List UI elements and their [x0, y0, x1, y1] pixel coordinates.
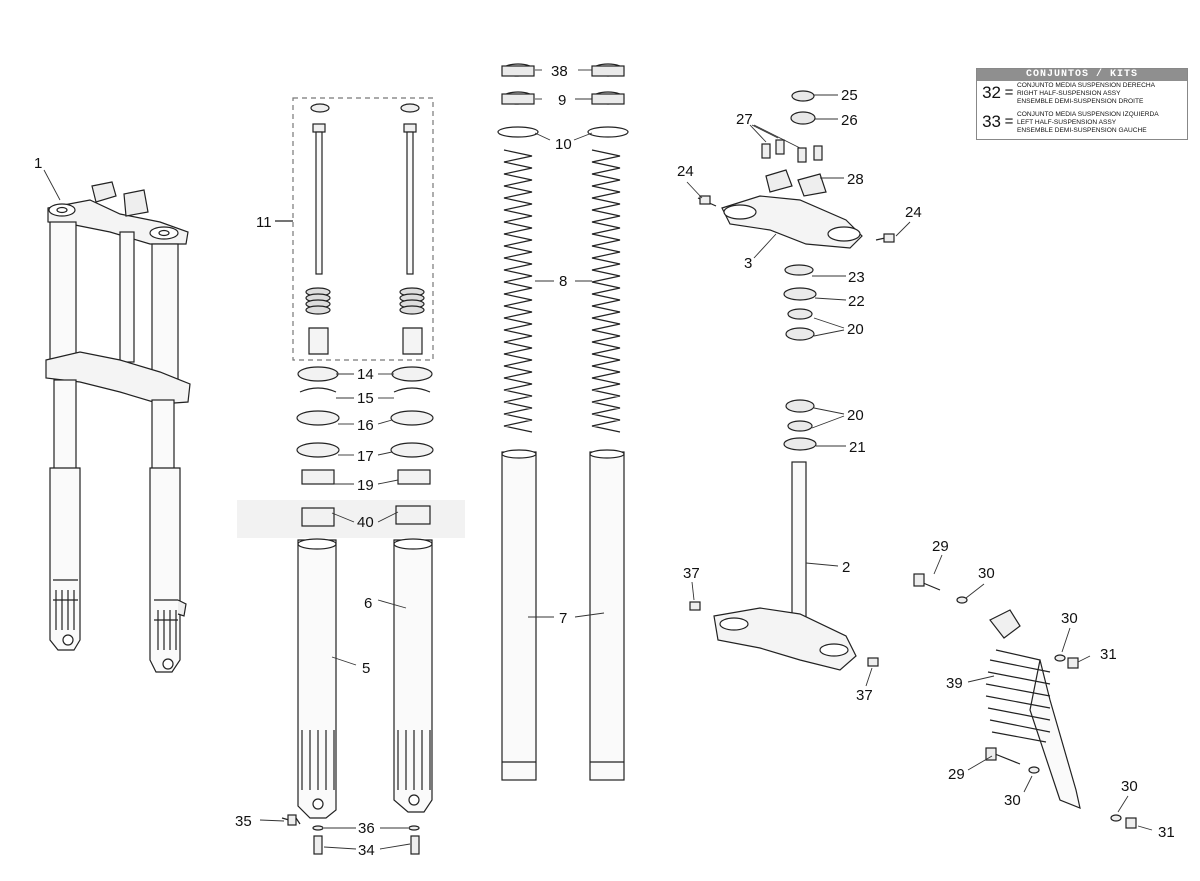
kit-desc-line-es: CONJUNTO MEDIA SUSPENSION DERECHA	[1017, 82, 1156, 89]
callout-36: 36	[358, 820, 375, 837]
callout-30-a: 30	[978, 565, 995, 582]
callout-37-lower: 37	[856, 687, 873, 704]
damper-kit-group	[275, 97, 434, 361]
kit-equals: =	[1004, 84, 1014, 101]
callout-26: 26	[841, 112, 858, 129]
callout-22: 22	[848, 293, 865, 310]
top-yoke-group	[697, 90, 895, 451]
callout-14: 14	[357, 366, 374, 383]
kit-number: 32	[982, 83, 1001, 102]
kits-legend-header: CONJUNTOS / KITS	[977, 69, 1187, 81]
fork-assembly	[45, 181, 191, 673]
callout-39: 39	[946, 675, 963, 692]
callout-20-upper: 20	[847, 321, 864, 338]
leader-lines	[43, 69, 1153, 850]
callout-23: 23	[848, 269, 865, 286]
callout-6: 6	[364, 595, 372, 612]
callout-29-upper: 29	[932, 538, 949, 555]
kit-desc-line-fr: ENSEMBLE DEMI-SUSPENSION DROITE	[1017, 97, 1144, 105]
callout-17: 17	[357, 448, 374, 465]
callout-10: 10	[555, 136, 572, 153]
kit-desc-line-es: CONJUNTO MEDIA SUSPENSION IZQUIERDA	[1017, 111, 1159, 118]
callout-1: 1	[34, 155, 42, 172]
callout-31-upper: 31	[1100, 646, 1117, 663]
callout-11: 11	[256, 214, 272, 231]
callout-29-lower: 29	[948, 766, 965, 783]
lower-yoke-group	[689, 461, 879, 671]
callout-35: 35	[235, 813, 252, 830]
callout-5: 5	[362, 660, 370, 677]
callout-3: 3	[744, 255, 752, 272]
callout-24-left: 24	[677, 163, 694, 180]
callout-24-right: 24	[905, 204, 922, 221]
callout-34: 34	[358, 842, 375, 859]
callout-19: 19	[357, 477, 374, 494]
kit-row-32: 32 = CONJUNTO MEDIA SUSPENSION DERECHA R…	[977, 81, 1187, 110]
callout-16: 16	[357, 417, 374, 434]
seal-stack	[281, 366, 434, 855]
callout-37-upper: 37	[683, 565, 700, 582]
callout-21: 21	[849, 439, 866, 456]
callout-9: 9	[558, 92, 566, 109]
callout-31-lower: 31	[1158, 824, 1175, 841]
kit-desc-line-en: LEFT HALF-SUSPENSION ASSY	[1017, 118, 1117, 126]
kit-number: 33	[982, 112, 1001, 131]
callout-27: 27	[736, 111, 753, 128]
callout-15: 15	[357, 390, 374, 407]
callout-7: 7	[559, 610, 567, 627]
kit-row-33: 33 = CONJUNTO MEDIA SUSPENSION IZQUIERDA…	[977, 110, 1187, 139]
callout-28: 28	[847, 171, 864, 188]
callout-30-b: 30	[1061, 610, 1078, 627]
kit-description: CONJUNTO MEDIA SUSPENSION IZQUIERDA LEFT…	[1017, 111, 1159, 134]
callout-38: 38	[551, 63, 568, 80]
kit-desc-line-en: RIGHT HALF-SUSPENSION ASSY	[1017, 89, 1121, 97]
spring-column	[497, 63, 629, 781]
kit-description: CONJUNTO MEDIA SUSPENSION DERECHA RIGHT …	[1017, 82, 1155, 105]
kit-desc-line-fr: ENSEMBLE DEMI-SUSPENSION GAUCHE	[1017, 126, 1147, 134]
kits-legend: CONJUNTOS / KITS 32 = CONJUNTO MEDIA SUS…	[976, 68, 1188, 140]
callout-30-d: 30	[1121, 778, 1138, 795]
callout-8: 8	[559, 273, 567, 290]
callout-30-c: 30	[1004, 792, 1021, 809]
callout-20-lower: 20	[847, 407, 864, 424]
callout-40: 40	[357, 514, 374, 531]
callout-25: 25	[841, 87, 858, 104]
kit-equals: =	[1004, 113, 1014, 130]
callout-2: 2	[842, 559, 850, 576]
shock-absorber	[913, 573, 1137, 829]
